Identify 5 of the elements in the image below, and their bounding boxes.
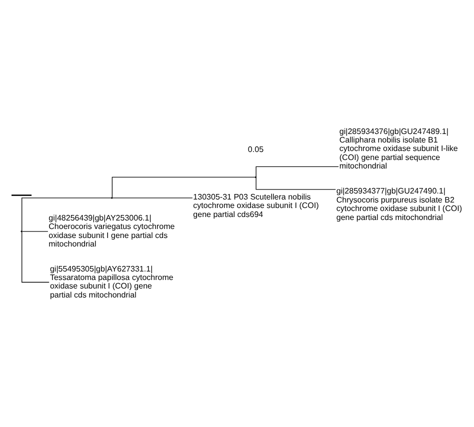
node-point [20, 230, 22, 232]
connector [256, 177, 336, 190]
node-point [111, 197, 113, 199]
connector [256, 166, 339, 178]
node-point [254, 176, 257, 178]
